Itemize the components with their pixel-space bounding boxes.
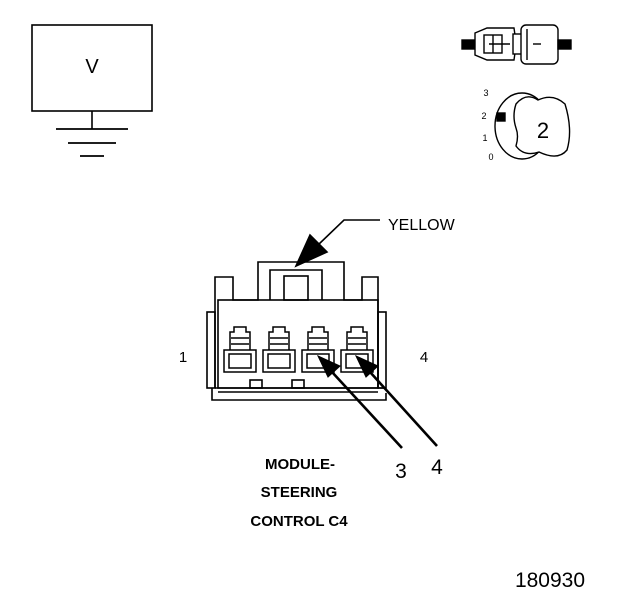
connector-body [206,261,387,401]
ignition-key-icon [494,92,571,160]
pin-label-right: 4 [420,349,428,366]
callout-label-4: 4 [431,456,443,479]
wire-color-leader [294,219,380,268]
terminal-cavity-1 [223,326,257,373]
pin-label-left: 1 [179,349,187,366]
connector-disconnect-icon [461,24,572,65]
key-position-0: 0 [488,152,493,162]
key-position-1: 1 [482,133,487,143]
callout-arrow-3 [316,354,403,449]
figure-id: 180930 [515,569,585,592]
terminal-cavity-2 [262,326,296,373]
key-position-2: 2 [481,111,486,121]
voltmeter-label: V [85,56,99,78]
connector-title-line-2: STEERING [261,484,338,501]
connector-title-line-3: CONTROL C4 [250,513,348,530]
key-position-3: 3 [483,88,488,98]
key-current-position: 2 [537,118,549,143]
connector-title-line-1: MODULE- [265,456,335,473]
callout-arrow-4 [354,354,438,447]
terminal-cavity-4 [340,326,374,373]
voltmeter-symbol [31,24,153,157]
callout-label-3: 3 [395,460,407,483]
wire-color-label: YELLOW [388,217,456,234]
